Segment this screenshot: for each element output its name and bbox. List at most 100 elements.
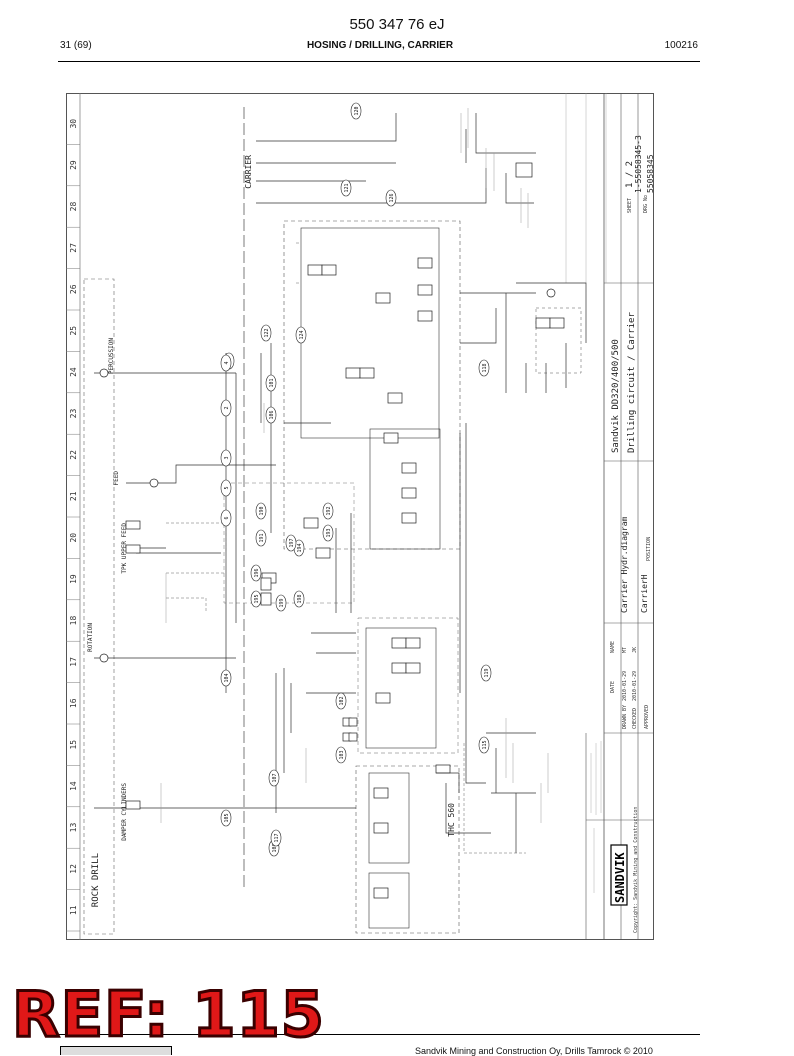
callout-bubble [255, 529, 267, 547]
title-diagram: Carrier Hydr.diagram [620, 516, 629, 613]
page-count: 31 (69) [60, 40, 92, 51]
callout-number: 105 [224, 813, 230, 822]
title-name-header: NAME [610, 641, 616, 653]
title-sheet: 1 / 2 [625, 161, 635, 188]
title-date-2: 2010-01-29 [632, 671, 638, 701]
callout-bubble [335, 746, 347, 764]
grid-number: 11 [69, 905, 78, 915]
callout-bubble [478, 736, 490, 754]
callout-bubble [220, 399, 232, 417]
callout-bubble [220, 509, 232, 527]
callout-number: 108 [272, 843, 278, 852]
reference-stamp: REF: 115 [11, 978, 326, 1051]
grid-number: 13 [69, 823, 78, 833]
callout-bubble [350, 102, 362, 120]
callout-bubble [220, 479, 232, 497]
callout-bubble [265, 374, 277, 392]
callout-number: 5 [224, 486, 230, 489]
callout-number: 104 [224, 673, 230, 682]
grid-number: 12 [69, 864, 78, 874]
rock-drill-label: ROCK DRILL [91, 853, 101, 907]
grid-number: 15 [69, 740, 78, 750]
title-sheet-label: SHEET [627, 198, 633, 213]
callout-bubble [385, 189, 397, 207]
footer-divider [58, 1034, 700, 1035]
callout-number: 193 [326, 528, 332, 537]
title-product: Sandvik DD320/400/500 [611, 339, 621, 453]
grid-number: 30 [69, 119, 78, 129]
title-name-2: JK [632, 647, 638, 653]
title-position: POSITION [646, 537, 652, 561]
callout-bubble [340, 179, 352, 197]
callout-number: 102 [339, 696, 345, 705]
callout-number: 198 [297, 594, 303, 603]
rotation-label: ROTATION [87, 623, 94, 652]
sandvik-logo: SANDVIK [613, 852, 627, 903]
grid-number: 27 [69, 243, 78, 253]
callout-bubble [220, 809, 232, 827]
title-date-header: DATE [610, 681, 616, 693]
grid-number: 22 [69, 450, 78, 460]
callout-bubble [293, 590, 305, 608]
page-header: 31 (69) HOSING / DRILLING, CARRIER 10021… [60, 40, 700, 56]
callout-number: 6 [224, 516, 230, 519]
callout-number: 190 [259, 506, 265, 515]
title-copyright: Copyright: Sandvik Mining and Constructi… [633, 807, 639, 933]
callout-bubble [220, 669, 232, 687]
feed-lower-label: TPK UPPER FEED [121, 523, 128, 574]
title-drawn-by: DRAWN BY [622, 705, 628, 729]
callout-bubble [285, 534, 297, 552]
callout-number: 196 [254, 568, 260, 577]
callout-number: 122 [264, 328, 270, 337]
grid-number: 19 [69, 574, 78, 584]
title-description: Drilling circuit / Carrier [627, 312, 637, 453]
callout-bubble [295, 326, 307, 344]
callout-number: 106 [269, 410, 275, 419]
callout-number: 126 [389, 193, 395, 202]
callout-number: 101 [269, 378, 275, 387]
callout-number: 124 [299, 330, 305, 339]
title-checked: CHECKED [632, 708, 638, 729]
damper-label: DAMPER CYLINDERS [121, 783, 128, 841]
callout-number: 107 [272, 773, 278, 782]
callout-number: 3 [224, 456, 230, 459]
thc-label: THC 560 [447, 803, 456, 837]
footer-copyright: Sandvik Mining and Construction Oy, Dril… [415, 1046, 653, 1056]
callout-bubble [255, 502, 267, 520]
title-base-number: 55058345 [646, 154, 654, 193]
grid-number: 23 [69, 409, 78, 419]
grid-number: 25 [69, 326, 78, 336]
grid-number: 24 [69, 367, 78, 377]
callout-bubble [322, 502, 334, 520]
callout-number: 4 [224, 361, 230, 364]
callout-bubble [270, 829, 282, 847]
callout-bubble [335, 692, 347, 710]
callout-number: 115 [482, 740, 488, 749]
callout-bubble [250, 564, 262, 582]
grid-number: 18 [69, 616, 78, 626]
title-date-1: 2010-01-29 [622, 671, 628, 701]
callout-number: 192 [326, 506, 332, 515]
grid-number: 16 [69, 698, 78, 708]
grid-number: 29 [69, 160, 78, 170]
callout-bubbles: 1201211261221241423561041051061011021031… [220, 102, 492, 857]
callout-number: 121 [344, 183, 350, 192]
callout-bubble [220, 354, 232, 372]
grid-number: 21 [69, 491, 78, 501]
title-drawing-number: 1-55058345-3 [634, 135, 643, 193]
hydraulic-schematic: 1112131415161718192021222324252627282930… [66, 93, 654, 940]
callout-bubble [265, 406, 277, 424]
grid-number: 20 [69, 533, 78, 543]
document-date: 100216 [664, 40, 698, 51]
header-divider [58, 61, 700, 62]
callout-bubble [260, 324, 272, 342]
callout-number: 197 [289, 538, 295, 547]
callout-bubble [250, 590, 262, 608]
title-dwg-label: DRG No [643, 195, 649, 213]
callout-bubble [268, 769, 280, 787]
feed-label: FEED [113, 471, 120, 486]
callout-number: 117 [274, 833, 280, 842]
callout-number: 194 [297, 543, 303, 552]
callout-number: 103 [339, 750, 345, 759]
